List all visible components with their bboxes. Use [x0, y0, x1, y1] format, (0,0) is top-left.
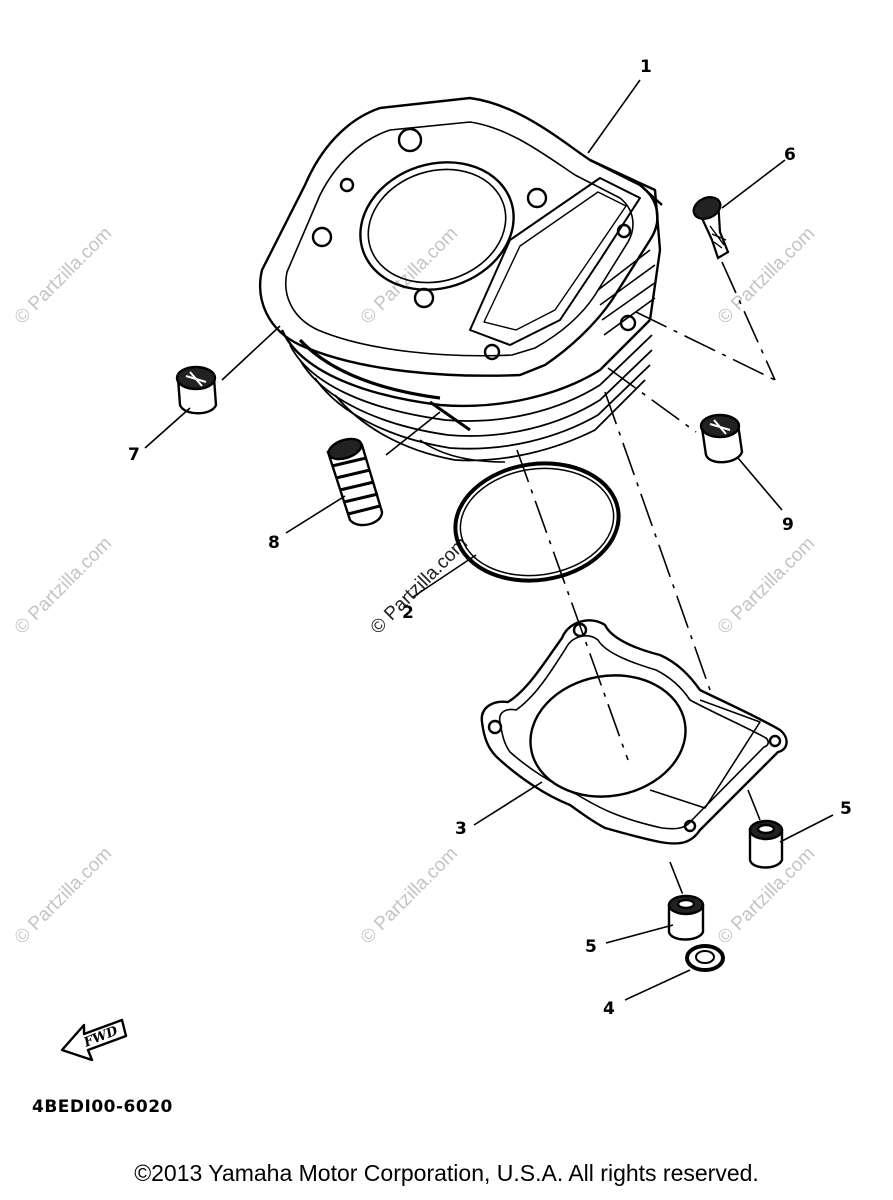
callout-9: 9: [782, 515, 794, 535]
watermark-text: © Partzilla.com: [11, 223, 116, 328]
diagram-reference-code: 4BEDI00-6020: [32, 1097, 173, 1117]
copyright-notice: ©2013 Yamaha Motor Corporation, U.S.A. A…: [134, 1160, 759, 1186]
stud-part[interactable]: [326, 435, 384, 527]
watermark-text: © Partzilla.com: [367, 533, 472, 638]
callout-8: 8: [268, 533, 280, 553]
callout-7: 7: [128, 445, 140, 465]
watermark-text: © Partzilla.com: [357, 843, 462, 948]
dowel-pin-part[interactable]: [748, 819, 784, 869]
centerline-layer: [516, 261, 776, 896]
watermark-text: © Partzilla.com: [11, 533, 116, 638]
cylinder-gasket-part[interactable]: [480, 619, 788, 845]
exploded-parts-diagram: © Partzilla.com © Partzilla.com © Partzi…: [11, 57, 852, 1117]
forward-arrow-icon: FWD: [60, 1018, 128, 1062]
watermark-layer: © Partzilla.com © Partzilla.com © Partzi…: [11, 223, 819, 948]
watermark-text: © Partzilla.com: [357, 223, 462, 328]
watermark-text: © Partzilla.com: [714, 223, 819, 328]
watermark-text: © Partzilla.com: [11, 843, 116, 948]
plug-part[interactable]: [175, 365, 218, 415]
bolt-part[interactable]: [690, 193, 730, 260]
callout-1: 1: [640, 57, 652, 77]
o-ring-part[interactable]: [448, 453, 627, 591]
plug-part[interactable]: [699, 413, 744, 464]
dowel-pin-part[interactable]: [667, 894, 705, 941]
cylinder-part[interactable]: [258, 96, 663, 463]
callout-2: 2: [402, 603, 414, 623]
watermark-text: © Partzilla.com: [714, 533, 819, 638]
callout-6: 6: [784, 145, 796, 165]
washer-part[interactable]: [685, 944, 725, 972]
callout-3: 3: [455, 819, 467, 839]
callout-5: 5: [585, 937, 597, 957]
callout-labels: 1 2 3 4 5 5 6 7 8 9: [128, 57, 852, 1019]
callout-5: 5: [840, 799, 852, 819]
leader-lines: [144, 79, 834, 1001]
callout-4: 4: [603, 999, 615, 1019]
